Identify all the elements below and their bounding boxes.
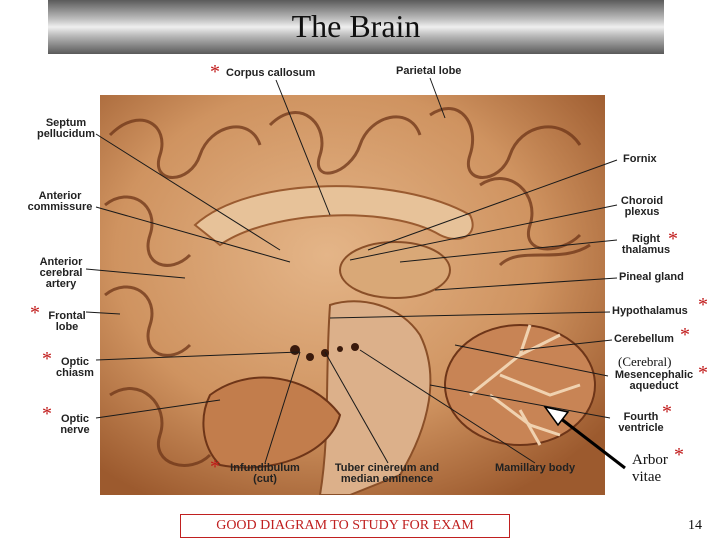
exam-note-box: GOOD DIAGRAM TO STUDY FOR EXAM (180, 514, 510, 538)
exam-star-infundibulum: * (210, 456, 220, 478)
exam-star-optic-nerve: * (42, 403, 52, 425)
label-septum-pellucidum: Septum pellucidum (36, 117, 96, 140)
corpus-callosum-region (193, 185, 474, 247)
label-fornix: Fornix (623, 153, 657, 165)
label-anterior-cerebral-artery: Anterior cerebral artery (39, 256, 83, 290)
brain-sagittal-photo (100, 95, 605, 495)
arbor-vitae-pattern (469, 324, 581, 446)
label-cerebral-paren: (Cerebral) (618, 354, 672, 369)
arbor-vitae-arrow-shaft (559, 416, 626, 470)
label-pineal-gland: Pineal gland (619, 271, 684, 283)
gyri-pattern (104, 107, 591, 467)
title-bar: The Brain (48, 0, 664, 54)
exam-star-fourth-ventricle: * (662, 401, 672, 423)
exam-star-right-thalamus: * (668, 228, 678, 250)
label-arbor-vitae: Arbor vitae (632, 452, 668, 485)
exam-star-arbor-vitae: * (674, 444, 684, 466)
label-frontal-lobe: Frontal lobe (48, 310, 86, 333)
label-mamillary-body: Mamillary body (495, 462, 576, 474)
exam-star-frontal-lobe: * (30, 302, 40, 324)
label-fourth-ventricle: Fourth ventricle (618, 411, 664, 434)
exam-star-optic-chiasm: * (42, 348, 52, 370)
label-hypothalamus: Hypothalamus (612, 305, 688, 317)
label-right-thalamus: Right thalamus (621, 233, 671, 256)
leader-line-group (85, 77, 618, 464)
label-choroid-plexus: Choroid plexus (620, 195, 664, 218)
exam-star-corpus-callosum: * (210, 61, 220, 83)
label-optic-nerve: Optic nerve (60, 413, 90, 436)
label-corpus-callosum: Corpus callosum (226, 67, 316, 79)
label-tuber-cinereum: Tuber cinereum and median eminence (334, 462, 440, 485)
label-infundibulum: Infundibulum (cut) (230, 462, 300, 485)
exam-star-mesencephalic-aqueduct: * (698, 362, 708, 384)
arbor-vitae-arrowhead (543, 405, 570, 427)
temporal-region (202, 376, 342, 469)
label-anterior-commissure: Anterior commissure (27, 190, 93, 213)
exam-star-hypothalamus: * (698, 294, 708, 316)
label-optic-chiasm: Optic chiasm (56, 356, 94, 379)
exam-star-cerebellum: * (680, 324, 690, 346)
page-title: The Brain (291, 8, 421, 44)
brainstem-region (318, 300, 432, 495)
page-number: 14 (688, 518, 702, 533)
label-mesencephalic-aqueduct: Mesencephalic aqueduct (614, 369, 694, 392)
label-cerebellum: Cerebellum (614, 333, 674, 345)
label-parietal-lobe: Parietal lobe (396, 65, 462, 77)
